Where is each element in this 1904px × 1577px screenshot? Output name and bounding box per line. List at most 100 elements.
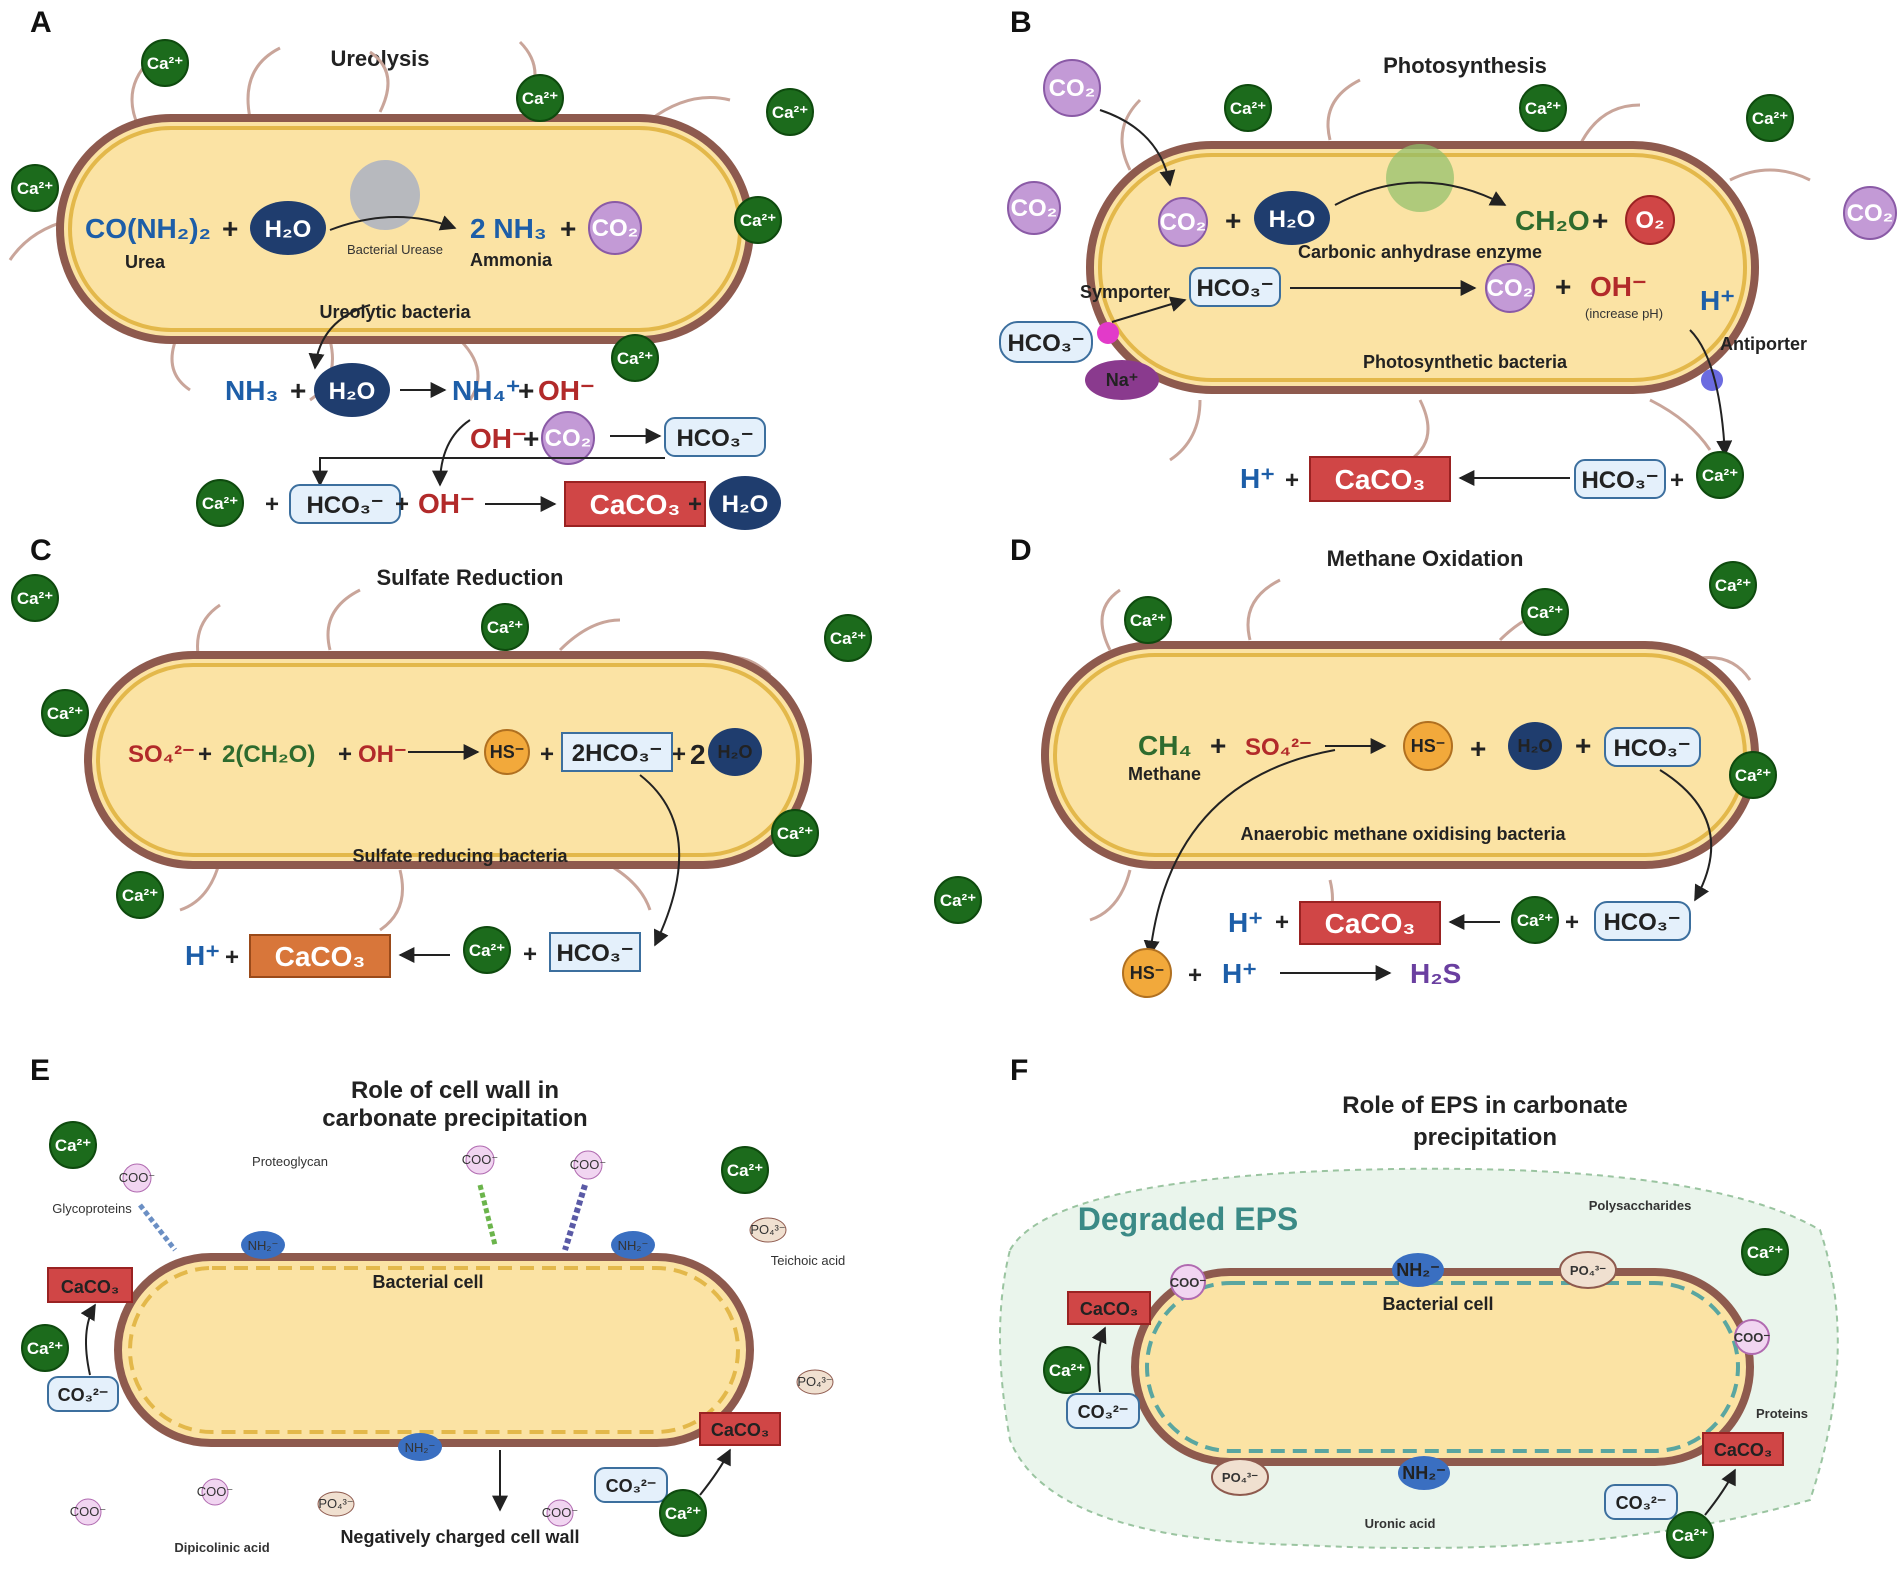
bacteria-label-d: Anaerobic methane oxidising bacteria (1240, 824, 1566, 844)
reaction-arrow (329, 215, 457, 231)
enzyme-structure-icon (1386, 144, 1454, 212)
reaction-arrow (1111, 296, 1187, 323)
calcium-carbonate-box (249, 934, 391, 978)
plus-sign: + (1555, 271, 1571, 302)
calcium-ion: Ca²⁺ (1666, 1511, 1714, 1559)
calcium-ion: Ca²⁺ (196, 479, 244, 527)
dipicolinic-acid-label: Dipicolinic acid (174, 1540, 269, 1555)
calcium-ion: Ca²⁺ (11, 574, 59, 622)
plus-sign: + (1210, 730, 1226, 761)
cell-label-e: Bacterial cell (372, 1272, 483, 1292)
co2-molecule (588, 201, 642, 255)
hydroxide-formula: OH⁻ (470, 423, 527, 454)
plus-sign: + (1670, 467, 1684, 494)
water-molecule (1508, 722, 1562, 770)
calcium-ion: Ca²⁺ (934, 876, 982, 924)
plus-sign: + (560, 213, 576, 244)
calcium-label: Ca²⁺ (1130, 611, 1166, 630)
panel-f-title-line2: precipitation (1413, 1124, 1557, 1151)
calcium-label: Ca²⁺ (1747, 1243, 1783, 1262)
ammonium-formula: NH₄⁺ (452, 375, 521, 406)
hydrosulfide-ion (1122, 948, 1172, 998)
calcium-label: Ca²⁺ (1049, 1361, 1085, 1380)
calcium-ion: Ca²⁺ (1124, 596, 1172, 644)
calcium-ion: Ca²⁺ (516, 74, 564, 122)
calcium-ion: Ca²⁺ (116, 871, 164, 919)
calcium-label: Ca²⁺ (1517, 911, 1553, 930)
plus-sign: + (198, 741, 212, 768)
carboxyl-group (122, 1163, 152, 1193)
panel-f-title-line1: Role of EPS in carbonate (1342, 1092, 1627, 1119)
calcium-label: Ca²⁺ (522, 89, 558, 108)
carbonate-box (1066, 1393, 1140, 1429)
calcium-label: Ca²⁺ (617, 349, 653, 368)
ammonia-label: Ammonia (470, 250, 553, 270)
calcium-label: Ca²⁺ (727, 1161, 763, 1180)
cell-membrane-c (96, 663, 800, 857)
hydrosulfide-label: HS⁻ (1411, 736, 1446, 756)
proteins-label: Proteins (1756, 1406, 1808, 1421)
amine-label: NH₂⁻ (1402, 1463, 1446, 1483)
calcium-carbonate-box (564, 481, 706, 527)
bicarbonate-label: HCO₃⁻ (676, 425, 753, 452)
bicarbonate-box (1594, 901, 1691, 941)
water-label: H₂O (1269, 206, 1316, 233)
calcium-label: Ca²⁺ (17, 589, 53, 608)
calcium-carbonate-label: CaCO₃ (590, 489, 681, 520)
reaction-arrow (80, 1303, 96, 1376)
plus-sign: + (338, 741, 352, 768)
co2-label: CO₂ (1847, 200, 1894, 227)
plus-sign: + (672, 741, 686, 768)
reaction-arrow (308, 304, 371, 370)
bicarbonate-label: HCO₃⁻ (1007, 330, 1084, 357)
calcium-label: Ca²⁺ (777, 824, 813, 843)
water-label: H₂O (718, 742, 753, 762)
water-label: H₂O (1518, 736, 1553, 756)
water-molecule (1254, 191, 1330, 245)
bicarbonate-label: 2HCO₃⁻ (572, 740, 662, 767)
amine-label: NH₂⁻ (618, 1238, 649, 1253)
calcium-ion: Ca²⁺ (1696, 451, 1744, 499)
methane-formula: CH₄ (1138, 730, 1192, 761)
phosphate-group (749, 1217, 787, 1243)
plus-sign: + (290, 375, 306, 406)
plus-sign: + (1565, 909, 1579, 936)
calcium-ion: Ca²⁺ (1043, 1346, 1091, 1394)
amine-group (1398, 1456, 1450, 1490)
nh3-formula: NH₃ (225, 375, 278, 406)
amine-group (398, 1433, 442, 1461)
bacteria-label-c: Sulfate reducing bacteria (352, 846, 568, 866)
calcium-label: Ca²⁺ (17, 179, 53, 198)
calcium-ion: Ca²⁺ (21, 1324, 69, 1372)
calcium-carbonate-label: CaCO₃ (1714, 1440, 1772, 1460)
hydroxide-formula: OH⁻ (1590, 271, 1647, 302)
hydrogen-sulfide-formula: H₂S (1410, 958, 1461, 989)
bicarbonate-label: HCO₃⁻ (1581, 467, 1658, 494)
glycoprotein-chain (477, 1184, 498, 1246)
calcium-label: Ca²⁺ (1702, 466, 1738, 485)
proton-formula: H⁺ (1240, 463, 1275, 494)
proton-formula: H⁺ (1228, 907, 1263, 938)
carboxyl-group (465, 1145, 495, 1175)
carboxyl-group (201, 1478, 229, 1506)
calcium-ion: Ca²⁺ (1746, 94, 1794, 142)
phosphate-label: PO₄³⁻ (750, 1222, 785, 1237)
calcium-ion: Ca²⁺ (1741, 1228, 1789, 1276)
proton-formula: H⁺ (185, 940, 220, 971)
proton-formula: H⁺ (1700, 285, 1735, 316)
carboxyl-group (546, 1499, 574, 1527)
panel-d-title: Methane Oxidation (1327, 546, 1524, 571)
calcium-carbonate-label: CaCO₃ (1080, 1299, 1138, 1319)
calcium-carbonate-label: CaCO₃ (711, 1420, 769, 1440)
calcium-ion: Ca²⁺ (1729, 751, 1777, 799)
panel-e-title-line1: Role of cell wall in (351, 1077, 559, 1104)
sodium-ion (1085, 360, 1159, 400)
cell-wall-label: Negatively charged cell wall (340, 1527, 579, 1547)
glycoproteins-label: Glycoproteins (52, 1201, 132, 1216)
carboxyl-label: COO⁻ (462, 1152, 498, 1167)
calcium-label: Ca²⁺ (665, 1504, 701, 1523)
calcium-label: Ca²⁺ (1715, 576, 1751, 595)
cell-membrane-e (128, 1266, 740, 1434)
glycoprotein-chain (562, 1184, 588, 1251)
urea-label: Urea (125, 252, 166, 272)
